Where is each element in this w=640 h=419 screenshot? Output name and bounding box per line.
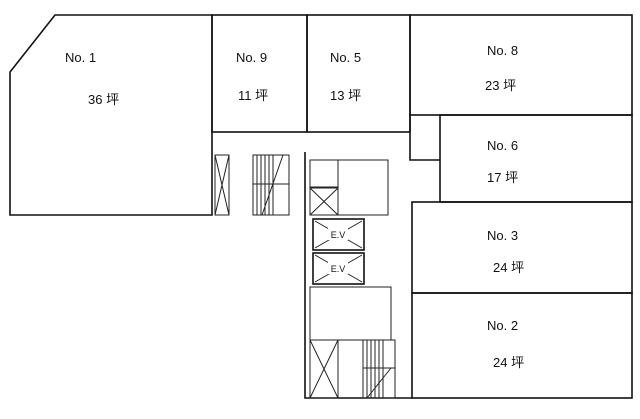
room-name: No. 3 [487, 228, 518, 243]
room-no6[interactable]: No. 6 17 坪 [439, 114, 633, 203]
corridor-outline [304, 115, 440, 399]
elevator-1: E.V [312, 218, 365, 251]
room-name: No. 1 [65, 50, 96, 65]
room-name: No. 8 [487, 43, 518, 58]
room-name: No. 2 [487, 318, 518, 333]
elevator-label: E.V [331, 230, 346, 240]
room-area: 24 坪 [493, 355, 524, 370]
elevator-label: E.V [331, 264, 346, 274]
room-name: No. 9 [236, 50, 267, 65]
room-area: 13 坪 [330, 88, 361, 103]
room-no1[interactable]: No. 1 36 坪 [9, 14, 213, 216]
stairs-left [214, 154, 290, 216]
room-area: 24 坪 [493, 260, 524, 275]
room-no2[interactable]: No. 2 24 坪 [411, 292, 633, 399]
shaft-lower [309, 286, 396, 399]
room-name: No. 5 [330, 50, 361, 65]
room-area: 17 坪 [487, 170, 518, 185]
room-area: 11 坪 [238, 88, 268, 103]
room-no3[interactable]: No. 3 24 坪 [411, 201, 633, 294]
room-area: 36 坪 [88, 92, 119, 107]
room-no8[interactable]: No. 8 23 坪 [409, 14, 633, 116]
room-area: 23 坪 [485, 78, 516, 93]
room-no9[interactable]: No. 9 11 坪 [211, 14, 308, 133]
shaft-upper [309, 159, 389, 216]
room-name: No. 6 [487, 138, 518, 153]
elevator-2: E.V [312, 252, 365, 285]
room-no5[interactable]: No. 5 13 坪 [306, 14, 411, 133]
